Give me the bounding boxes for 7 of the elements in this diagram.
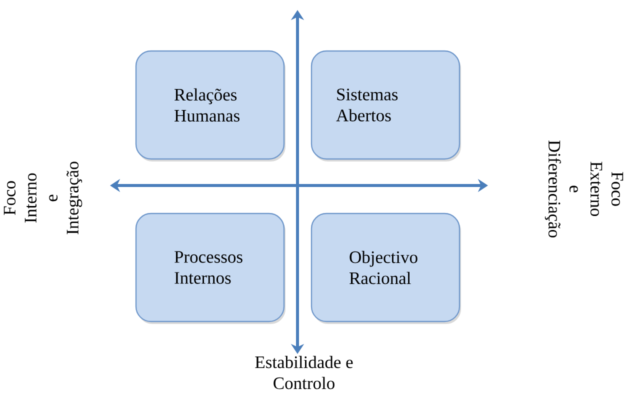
quadrant-box: Objectivo Racional [310, 212, 461, 324]
axis-label: Estabilidade e Controlo [255, 356, 353, 390]
axis-label: Foco Interno e Integração [4, 162, 82, 234]
quadrant-box: Relações Humanas [135, 50, 286, 162]
quadrant-box: Sistemas Abertos [310, 50, 461, 162]
quadrant-box: Processos Internos [135, 212, 286, 324]
axis-label: Foco Externo e Diferenciação [544, 140, 624, 238]
